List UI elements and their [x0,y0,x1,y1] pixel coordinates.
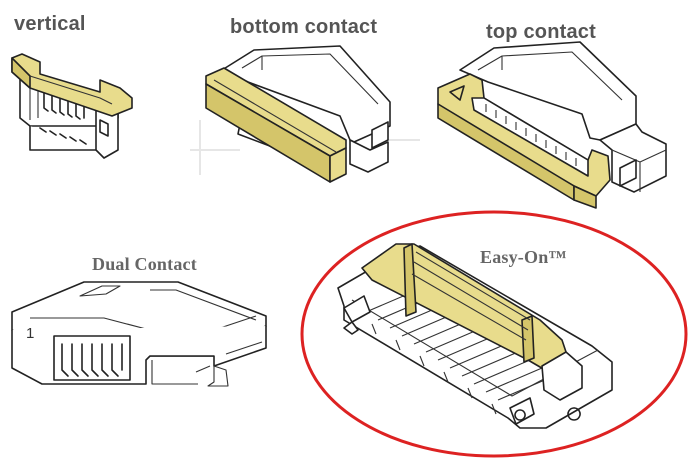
pin-one-marker: 1 [26,325,34,342]
label-easy-on: Easy-On™ [480,247,567,267]
label-top-contact: top contact [486,21,596,43]
easy-on-fpc-connector-drawing [337,243,613,429]
label-vertical: vertical [14,13,86,35]
vertical-fpc-connector-drawing [11,53,133,159]
easy-on-pins [365,281,569,415]
top-contact-fpc-connector-drawing [437,41,667,209]
label-dual-contact: Dual Contact [92,254,197,274]
dual-contact-fpc-connector-drawing [11,281,267,387]
bottom-contact-fpc-connector-drawing [205,45,391,183]
vertical-pins [39,89,87,145]
highlight-ring [300,210,688,458]
dual-contact-pins [61,343,123,377]
label-bottom-contact: bottom contact [230,16,378,38]
top-contact-pins [485,104,577,166]
